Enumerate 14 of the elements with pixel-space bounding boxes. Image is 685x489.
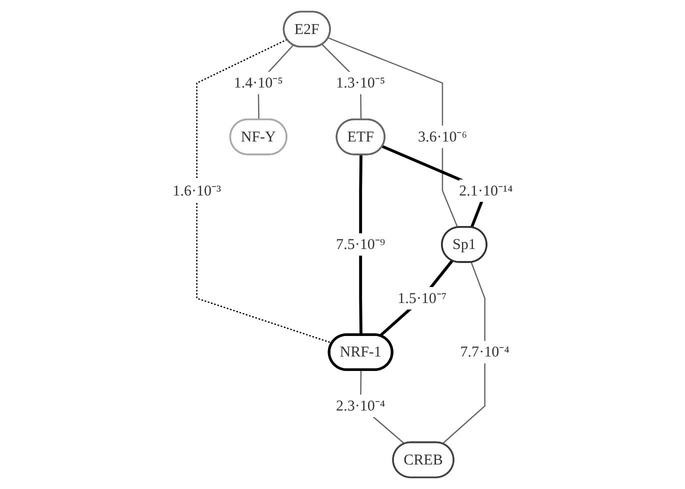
edge-label: 7.7·10⁻⁴ <box>460 343 510 360</box>
connector <box>358 154 362 336</box>
connector <box>196 38 332 344</box>
edge-label: 3.6·10⁻⁶ <box>418 128 467 145</box>
connector <box>442 262 486 444</box>
edge-label: 2.3·10⁻⁴ <box>336 397 385 414</box>
edge-label: 1.4·10⁻⁵ <box>234 74 283 91</box>
edge-label: 7.5·10⁻⁹ <box>336 236 385 252</box>
edge-label: 1.5·10⁻⁷ <box>397 290 446 306</box>
edge-label: 2.1·10⁻¹⁴ <box>458 182 513 199</box>
connector <box>378 260 454 337</box>
edge-label: 1.3·10⁻⁵ <box>336 74 385 91</box>
edge-label: 1.6·10⁻³ <box>172 182 221 199</box>
connector <box>328 37 458 228</box>
